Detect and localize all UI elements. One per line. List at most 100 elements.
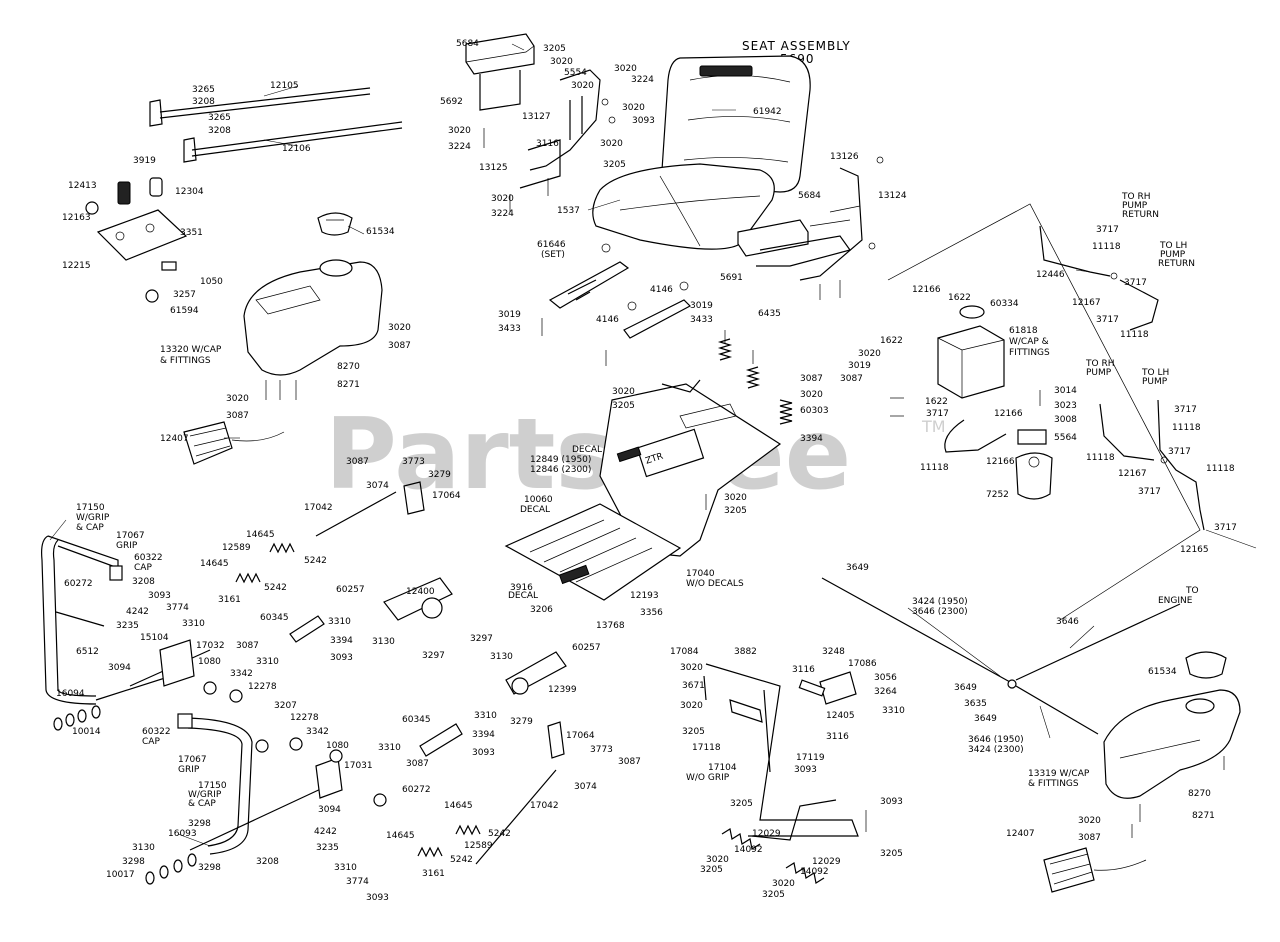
callout: 12405 [826,711,855,721]
callout: GRIP [178,765,200,775]
callout: 3161 [218,595,241,605]
callout: 3020 [388,323,411,333]
callout: 11118 [1206,464,1235,474]
callout: PUMP [1086,368,1112,378]
callout: 17064 [566,731,595,741]
callout: 1537 [557,206,580,216]
throttle-cables [821,577,1181,735]
callout: 12589 [222,543,251,553]
callout: 3774 [166,603,189,613]
callout: 3208 [256,857,279,867]
callout: 3020 [226,394,249,404]
callout: 6435 [758,309,781,319]
callout: 3424 (2300) [968,745,1024,755]
callout: 3264 [874,687,897,697]
callout: 8270 [1188,789,1211,799]
callout: 3205 [612,401,635,411]
callout: 3919 [133,156,156,166]
callout: 61818 [1009,326,1038,336]
callout: 12166 [912,285,941,295]
callout: 3130 [372,637,395,647]
callout: 3020 [612,387,635,397]
callout: 12304 [175,187,204,197]
control-cables [149,87,403,163]
callout: 3205 [700,865,723,875]
callout: GRIP [116,541,138,551]
callout: 3020 [600,139,623,149]
callout: 3279 [428,470,451,480]
callout: 3087 [346,457,369,467]
callout: 3020 [680,701,703,711]
callout: 3020 [772,879,795,889]
hydraulic-tank [937,305,1005,399]
callout: 3093 [330,653,353,663]
callout: 60322 [142,727,171,737]
armrest-right [737,219,809,257]
diagram-title: SEAT ASSEMBLY [742,39,851,53]
callout: 11118 [1172,423,1201,433]
callout: 17086 [848,659,877,669]
watermark-tm: TM [921,417,946,436]
callout: 3205 [880,849,903,859]
callout: & FITTINGS [160,356,211,366]
callout: 17032 [196,641,225,651]
return-springs [235,542,481,858]
callout: 11118 [1092,242,1121,252]
callout: 3351 [180,228,203,238]
callout: 10017 [106,870,135,880]
callout: 3019 [848,361,871,371]
callout: 61534 [1148,667,1177,677]
callout: DECAL [508,591,538,601]
hydraulic-hoses [944,225,1205,531]
callout: 3093 [880,797,903,807]
callout: 61646 [537,240,566,250]
callout: 3161 [422,869,445,879]
callout: 3235 [116,621,139,631]
callout: 3116 [826,732,849,742]
callout: 3717 [1096,315,1119,325]
hardware-bolts [265,128,1225,838]
callout: 4242 [314,827,337,837]
callout: 17150 [198,781,227,791]
callout: 3342 [306,727,329,737]
callout: 11118 [920,463,949,473]
callout: 3224 [448,142,471,152]
callout: 15104 [140,633,169,643]
callout: 60334 [990,299,1019,309]
callout: CAP [142,737,160,747]
callout: 3207 [274,701,297,711]
callout: 1080 [326,741,349,751]
callout: 12399 [548,685,577,695]
callout: TO LH [1141,368,1169,378]
callout: 3649 [974,714,997,724]
callout: 60257 [572,643,601,653]
callout: 3394 [472,730,495,740]
callout: 3279 [510,717,533,727]
callout: TO [1185,586,1199,596]
callout: 3093 [632,116,655,126]
callout: 3310 [882,706,905,716]
callout: 3014 [1054,386,1077,396]
seat-cushion [592,163,775,250]
callout: 8270 [337,362,360,372]
callout: 14645 [200,559,229,569]
callout: 13125 [479,163,508,173]
callout: 3130 [132,843,155,853]
callout: CAP [134,563,152,573]
callout: FITTINGS [1009,348,1050,358]
callout: RETURN [1122,210,1159,220]
callout: 3020 [614,64,637,74]
switch-panel [85,177,188,303]
callout: 12849 (1950) [530,455,591,465]
callout: 3773 [402,457,425,467]
callout: 3235 [316,843,339,853]
callout: 17119 [796,753,825,763]
callout: 13319 W/CAP [1028,769,1090,779]
callout: 3087 [388,341,411,351]
callout: W/O GRIP [686,773,730,783]
callout: 5692 [440,97,463,107]
callout: 8271 [1192,811,1215,821]
callout: 3424 (1950) [912,597,968,607]
callout: 12400 [406,587,435,597]
callout: 12846 (2300) [530,465,591,475]
